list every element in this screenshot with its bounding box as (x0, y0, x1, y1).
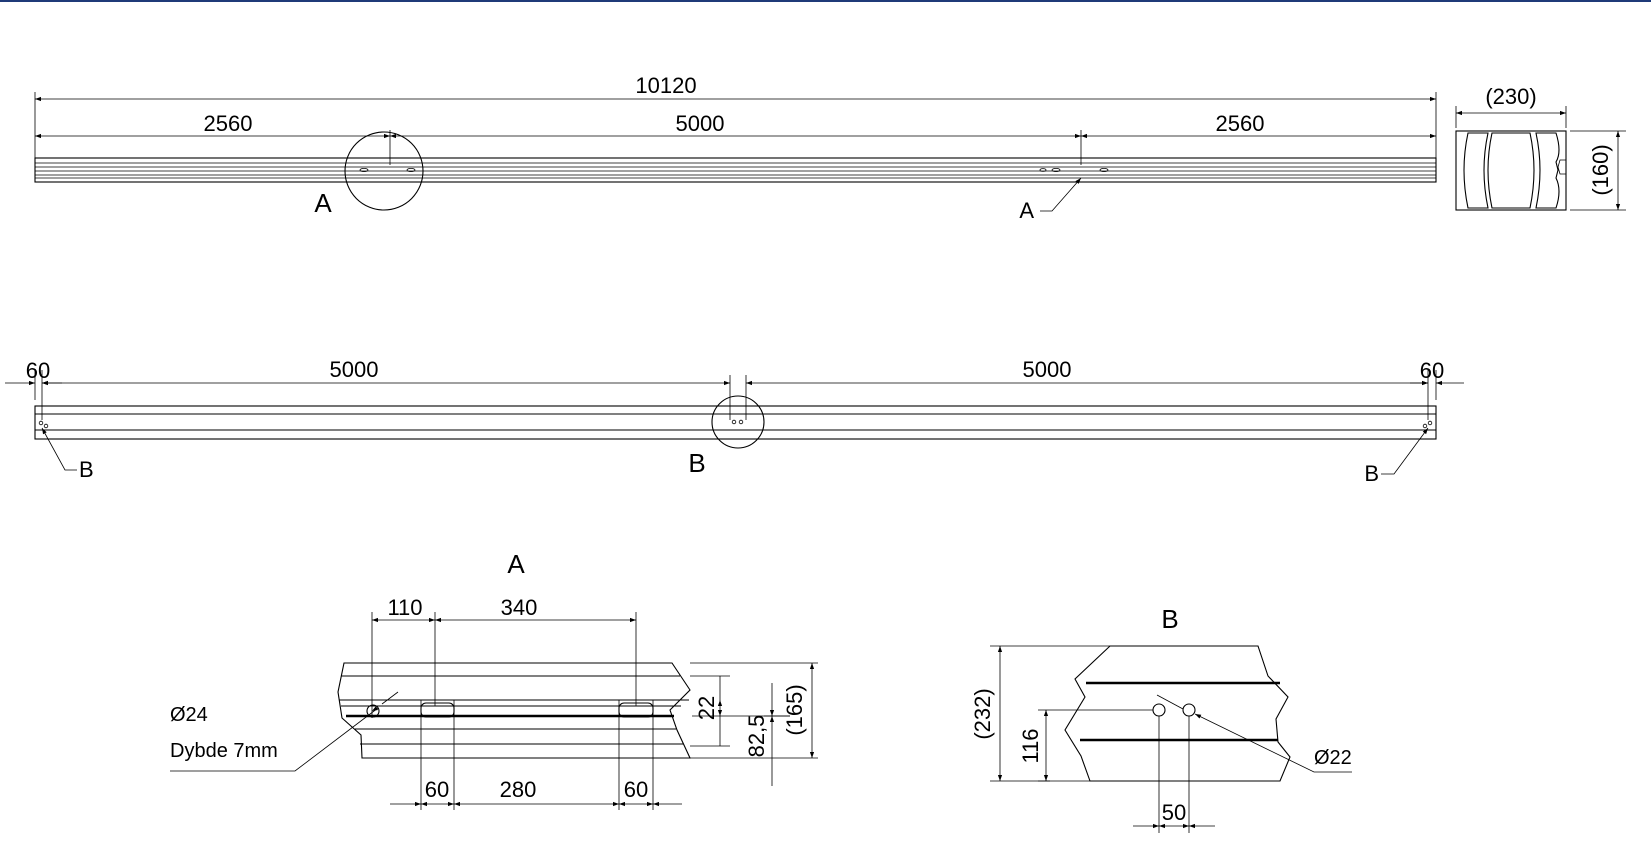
detail-b-circle (711, 395, 765, 449)
detail-a-title: A (507, 549, 525, 579)
leader-b-right-label: B (1364, 461, 1379, 486)
detail-a-circle (344, 131, 424, 211)
detail-b-hole-right (1182, 703, 1196, 717)
section-height: (160) (1588, 144, 1613, 195)
detail-a-dim-280: 280 (500, 777, 537, 802)
window-top-border (0, 0, 1651, 2)
beam-side-outline (34, 405, 1437, 440)
detail-a-dim-22: 22 (694, 696, 719, 720)
detail-b-dim-116: 116 (1018, 728, 1043, 763)
detail-a-dim-340: 340 (501, 595, 538, 620)
detail-a-hole-depth: Dybde 7mm (170, 740, 278, 762)
dim-left-length: 2560 (204, 111, 253, 136)
detail-a-dim-60b: 60 (624, 777, 648, 802)
slot-left (420, 702, 455, 718)
side-end-left: 60 (26, 358, 50, 383)
side-view: 60 5000 5000 60 B B B (5, 357, 1464, 486)
detail-b-dim-232: (232) (970, 688, 995, 739)
detail-b-title: B (1161, 604, 1178, 634)
side-right-length: 5000 (1023, 357, 1072, 382)
detail-b: B (232) 116 50 Ø22 (970, 604, 1352, 833)
detail-b-marker: B (688, 448, 705, 478)
leader-a-label: A (1019, 198, 1034, 223)
detail-b-dim-50: 50 (1162, 800, 1186, 825)
section-width: (230) (1485, 84, 1536, 109)
detail-a-dim-110: 110 (387, 595, 422, 620)
dim-right-length: 2560 (1216, 111, 1265, 136)
slot-right (618, 702, 654, 718)
beam-top-outline (34, 157, 1437, 183)
side-end-right: 60 (1420, 358, 1444, 383)
detail-a-hole-dia: Ø24 (170, 704, 208, 726)
detail-a: A 110 340 60 280 60 (170, 549, 818, 810)
detail-a-dim-82-5: 82,5 (744, 715, 769, 758)
detail-a-dim-165: (165) (782, 684, 807, 735)
dim-overall-length: 10120 (635, 73, 696, 98)
side-left-length: 5000 (330, 357, 379, 382)
detail-a-hole (366, 704, 380, 718)
detail-b-outline (1064, 645, 1291, 782)
top-view: 10120 2560 5000 2560 A A (34, 73, 1437, 223)
detail-a-marker: A (314, 188, 332, 218)
detail-b-hole-dia: Ø22 (1314, 747, 1352, 769)
detail-a-dim-60a: 60 (425, 777, 449, 802)
cross-section: (230) (160) (1455, 84, 1626, 211)
leader-b-left-label: B (79, 457, 94, 482)
detail-b-hole-left (1152, 703, 1166, 717)
section-outline (1455, 130, 1567, 211)
dim-middle-length: 5000 (676, 111, 725, 136)
